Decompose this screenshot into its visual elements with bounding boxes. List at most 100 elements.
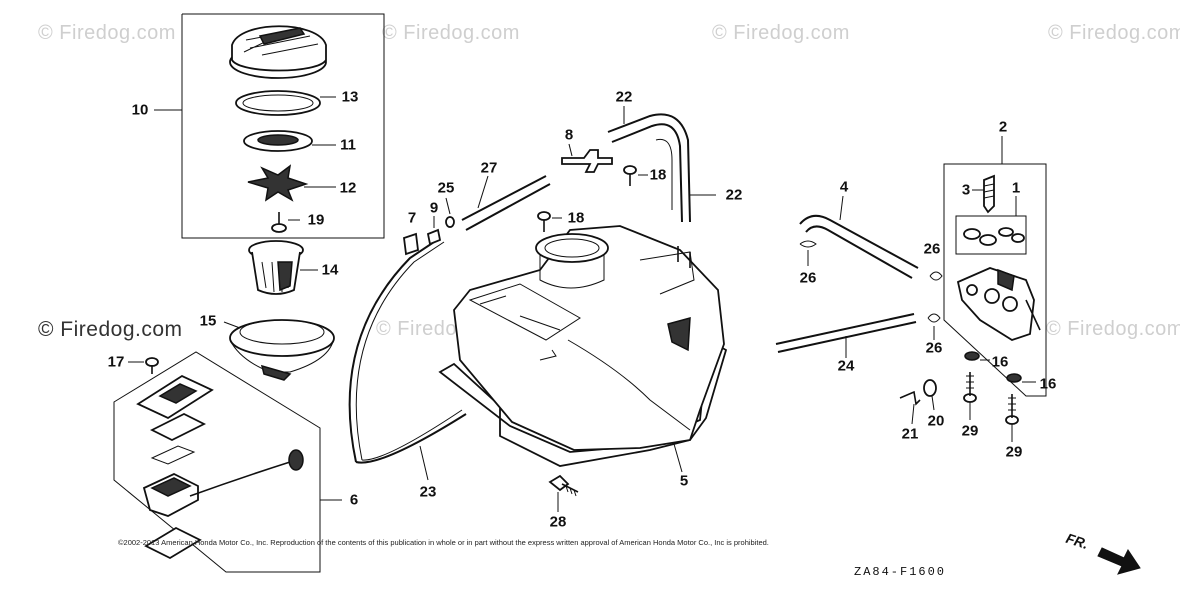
packing-set-box	[955, 215, 1027, 255]
callout-26c: 26	[925, 339, 943, 357]
callout-26b: 26	[923, 240, 941, 258]
filler-seal	[229, 319, 335, 381]
gauge-gasket-lower	[144, 526, 202, 560]
callout-23: 23	[419, 483, 437, 501]
callout-12: 12	[339, 179, 357, 197]
leader-line	[445, 197, 451, 215]
leader-line	[911, 403, 915, 425]
callout-4: 4	[839, 178, 849, 196]
copyright-notice: ©2002-2013 American Honda Motor Co., Inc…	[118, 538, 769, 547]
callout-24: 24	[837, 357, 855, 375]
leader-line	[223, 321, 241, 329]
callout-25: 25	[437, 179, 455, 197]
bolt	[623, 165, 637, 186]
leader-line	[839, 195, 844, 221]
callout-21: 21	[901, 425, 919, 443]
cap	[403, 232, 419, 256]
callout-14: 14	[321, 261, 339, 279]
watermark: © Firedog.com	[1046, 318, 1180, 340]
fuel-hose-24-inner	[777, 321, 917, 353]
fuel-hose-4-inner	[805, 225, 913, 279]
leader-line	[477, 175, 489, 209]
hose-clip	[445, 216, 455, 228]
callout-9: 9	[429, 199, 439, 217]
breather-tube-inner	[465, 183, 551, 231]
watermark: © Firedog.com	[712, 22, 850, 44]
callout-19: 19	[307, 211, 325, 229]
leader-line	[568, 143, 573, 157]
group-box-cap-assembly	[181, 13, 385, 239]
callout-18b: 18	[567, 209, 585, 227]
callout-18a: 18	[649, 166, 667, 184]
leader-line	[419, 445, 429, 481]
fuel-cock	[956, 267, 1041, 341]
callout-3: 3	[961, 181, 971, 199]
fuel-cock-screw	[983, 174, 995, 214]
callout-8: 8	[564, 126, 574, 144]
callout-2: 2	[998, 118, 1008, 136]
callout-10: 10	[131, 101, 149, 119]
callout-15: 15	[199, 312, 217, 330]
callout-5: 5	[679, 472, 689, 490]
hose-clip	[799, 240, 817, 248]
washer	[923, 379, 937, 397]
breather-tube	[461, 175, 547, 221]
vent-hose-23	[348, 237, 441, 463]
callout-6: 6	[349, 491, 359, 509]
t-joint	[561, 149, 613, 173]
callout-27: 27	[480, 159, 498, 177]
washer	[964, 351, 980, 361]
vent-hose-23-lower	[355, 413, 467, 464]
vent-hose-22b	[611, 123, 683, 223]
vent-hose-22	[607, 113, 691, 223]
washer	[1006, 373, 1022, 383]
vent-hose-23-inner	[355, 241, 445, 461]
fuel-strainer	[248, 240, 304, 295]
figure-code: ZA84-F1600	[854, 565, 947, 579]
callout-7: 7	[407, 209, 417, 227]
gasket-inner	[242, 94, 314, 112]
bolt	[1005, 394, 1019, 425]
screw	[145, 357, 159, 374]
gauge-lens	[150, 445, 196, 465]
vent-hose-23-lower-inner	[361, 409, 463, 461]
callout-22b: 22	[725, 186, 743, 204]
callout-13: 13	[341, 88, 359, 106]
callout-29b: 29	[1005, 443, 1023, 461]
fuel-hose-24	[775, 313, 915, 345]
callout-28: 28	[549, 513, 567, 531]
direction-arrow	[1097, 547, 1141, 575]
spider-spring	[247, 164, 309, 202]
gauge-plate-window	[158, 383, 198, 404]
cap-plate-inner	[257, 134, 299, 146]
callout-26a: 26	[799, 269, 817, 287]
watermark: © Firedog.com	[1048, 22, 1180, 44]
callout-29a: 29	[961, 422, 979, 440]
fuel-cap	[229, 25, 327, 79]
group-box-fuel-gauge	[113, 351, 321, 573]
bolt	[537, 211, 551, 232]
gauge-body	[142, 449, 304, 517]
clip	[899, 390, 921, 406]
watermark: © Firedog.com	[382, 22, 520, 44]
bolt	[963, 372, 977, 403]
fuel-hose-4	[799, 214, 919, 269]
vent-hose-22c	[655, 138, 673, 210]
fuel-tank	[438, 225, 728, 467]
group-box-fuel-cock	[943, 163, 1047, 397]
packing-rings	[963, 227, 1025, 246]
hose-clip	[927, 313, 941, 323]
callout-16a: 16	[991, 353, 1009, 371]
gauge-gasket	[149, 412, 207, 442]
callout-20: 20	[927, 412, 945, 430]
callout-1: 1	[1011, 179, 1021, 197]
leader-line	[673, 443, 683, 473]
tank-bolt	[548, 474, 579, 497]
callout-16b: 16	[1039, 375, 1057, 393]
rivet	[271, 212, 287, 233]
watermark: © Firedog.com	[38, 318, 183, 341]
joint	[426, 228, 442, 246]
callout-11: 11	[340, 136, 356, 154]
